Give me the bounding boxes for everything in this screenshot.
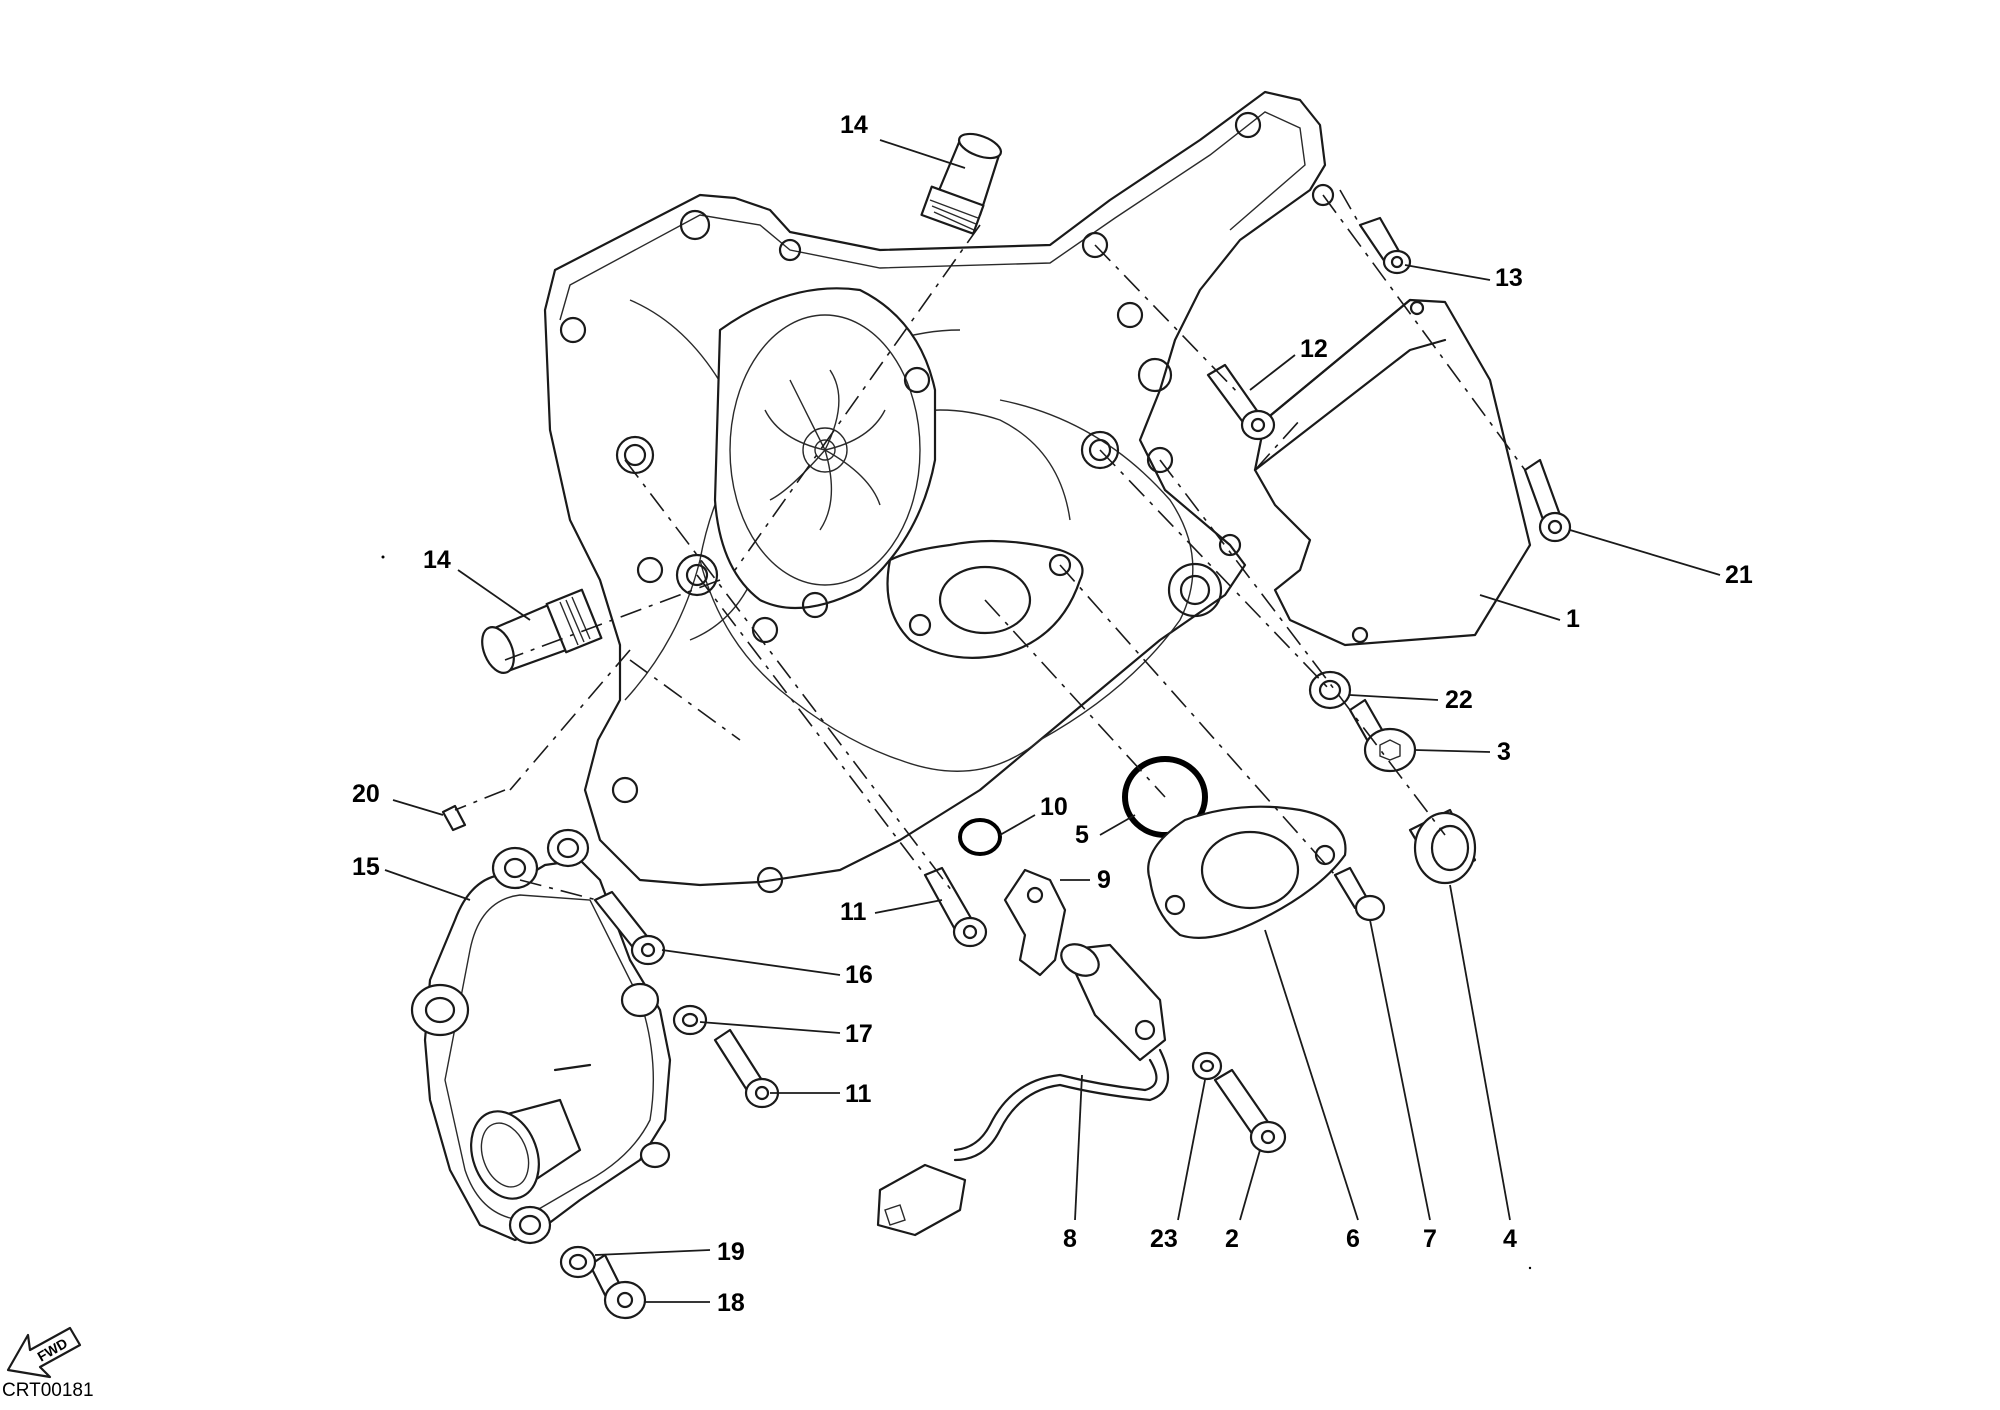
callout-10: 10 bbox=[1040, 793, 1068, 821]
screw-2 bbox=[1213, 1068, 1287, 1154]
callout-16: 16 bbox=[845, 961, 873, 989]
callout-8: 8 bbox=[1063, 1225, 1077, 1253]
bolt-18 bbox=[588, 1253, 647, 1320]
callout-22: 22 bbox=[1445, 686, 1473, 714]
callout-21: 21 bbox=[1725, 561, 1753, 589]
clamp-9 bbox=[1003, 868, 1067, 977]
washer-22 bbox=[1308, 670, 1352, 710]
speck bbox=[381, 555, 385, 559]
bolt-3 bbox=[1348, 698, 1417, 773]
callout-11-upper: 11 bbox=[840, 898, 867, 926]
callout-13: 13 bbox=[1495, 264, 1523, 292]
callout-19: 19 bbox=[717, 1238, 745, 1266]
leader-lines bbox=[384, 139, 1721, 1303]
callout-14-left: 14 bbox=[423, 546, 451, 574]
callout-15: 15 bbox=[352, 853, 380, 881]
callout-9: 9 bbox=[1097, 866, 1111, 894]
callout-1: 1 bbox=[1566, 605, 1580, 633]
screw-16 bbox=[593, 890, 666, 966]
callout-11-lower: 11 bbox=[845, 1080, 872, 1108]
callout-17: 17 bbox=[845, 1020, 873, 1048]
screw-11-lower bbox=[713, 1028, 780, 1109]
callout-12: 12 bbox=[1300, 335, 1328, 363]
drawing-code: CRT00181 bbox=[2, 1380, 94, 1401]
pin-20 bbox=[441, 804, 467, 832]
screw-11-upper bbox=[923, 866, 988, 948]
sensor-8 bbox=[876, 943, 1170, 1237]
screw-13 bbox=[1358, 216, 1412, 275]
screw-12 bbox=[1206, 363, 1276, 441]
callout-4: 4 bbox=[1503, 1225, 1517, 1253]
speck bbox=[1528, 1266, 1532, 1270]
water-pump-cover bbox=[410, 828, 672, 1245]
callout-5: 5 bbox=[1075, 821, 1089, 849]
callout-14-upper: 14 bbox=[840, 111, 868, 139]
spacer-4 bbox=[1408, 808, 1477, 885]
fwd-arrow-icon: FWD bbox=[6, 1326, 82, 1379]
washer-19 bbox=[559, 1245, 597, 1279]
assembly-center-lines bbox=[454, 189, 1526, 901]
hose-fitting-left bbox=[481, 588, 603, 674]
hose-fitting-upper bbox=[920, 132, 1003, 235]
callout-2: 2 bbox=[1225, 1225, 1239, 1253]
impeller-vanes bbox=[764, 369, 886, 531]
side-cover-plate bbox=[1253, 298, 1532, 647]
callout-23: 23 bbox=[1150, 1225, 1178, 1253]
callout-3: 3 bbox=[1497, 738, 1511, 766]
washer-23 bbox=[1191, 1051, 1223, 1081]
washer-17 bbox=[672, 1004, 708, 1036]
callout-7: 7 bbox=[1423, 1225, 1437, 1253]
callout-6: 6 bbox=[1346, 1225, 1360, 1253]
screw-21 bbox=[1523, 458, 1572, 543]
callout-18: 18 bbox=[717, 1289, 745, 1317]
callout-20: 20 bbox=[352, 780, 380, 808]
screw-7 bbox=[1333, 866, 1386, 922]
callout-numbers: 14 13 12 21 14 1 22 3 20 10 5 15 9 11 16… bbox=[352, 111, 1753, 1317]
cover-plate-6 bbox=[1147, 805, 1347, 939]
engine-cover-casing bbox=[543, 90, 1335, 894]
o-ring-10 bbox=[958, 818, 1002, 856]
